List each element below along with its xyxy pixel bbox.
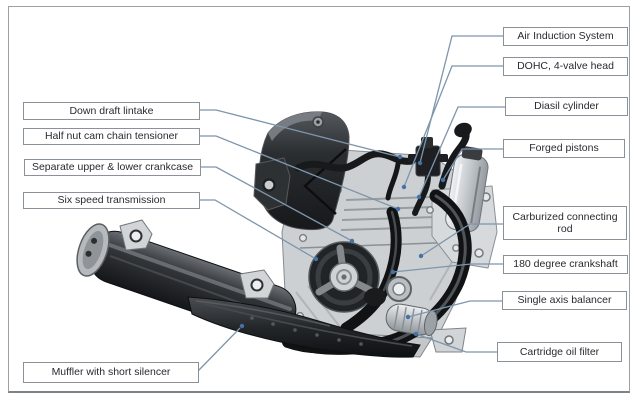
label-diasil-cylinder: Diasil cylinder (505, 97, 628, 116)
muffler-tip (76, 223, 110, 277)
label-transmission: Six speed transmission (23, 192, 200, 209)
label-crankcase: Separate upper & lower crankcase (24, 159, 201, 176)
label-dohc-head: DOHC, 4-valve head (503, 57, 628, 76)
heat-shield (187, 296, 421, 358)
clutch-cover (308, 241, 412, 313)
muffler (76, 219, 421, 358)
leader-markers (239, 154, 446, 337)
label-air-induction: Air Induction System (503, 27, 628, 46)
label-crankshaft: 180 degree crankshaft (503, 255, 628, 274)
label-oil-filter: Cartridge oil filter (497, 342, 622, 362)
hoses (294, 122, 472, 216)
diagram-frame (8, 6, 630, 393)
label-cam-chain-tensioner: Half nut cam chain tensioner (23, 128, 200, 145)
muffler-brackets (119, 219, 275, 299)
label-connecting-rod: Carburized connecting rod (503, 206, 627, 240)
label-down-draft-intake: Down draft lintake (23, 102, 200, 120)
label-balancer: Single axis balancer (502, 291, 627, 310)
oil-filter (385, 303, 438, 337)
leader-lines (197, 35, 505, 372)
label-muffler: Muffler with short silencer (23, 362, 199, 383)
label-forged-pistons: Forged pistons (503, 139, 625, 158)
